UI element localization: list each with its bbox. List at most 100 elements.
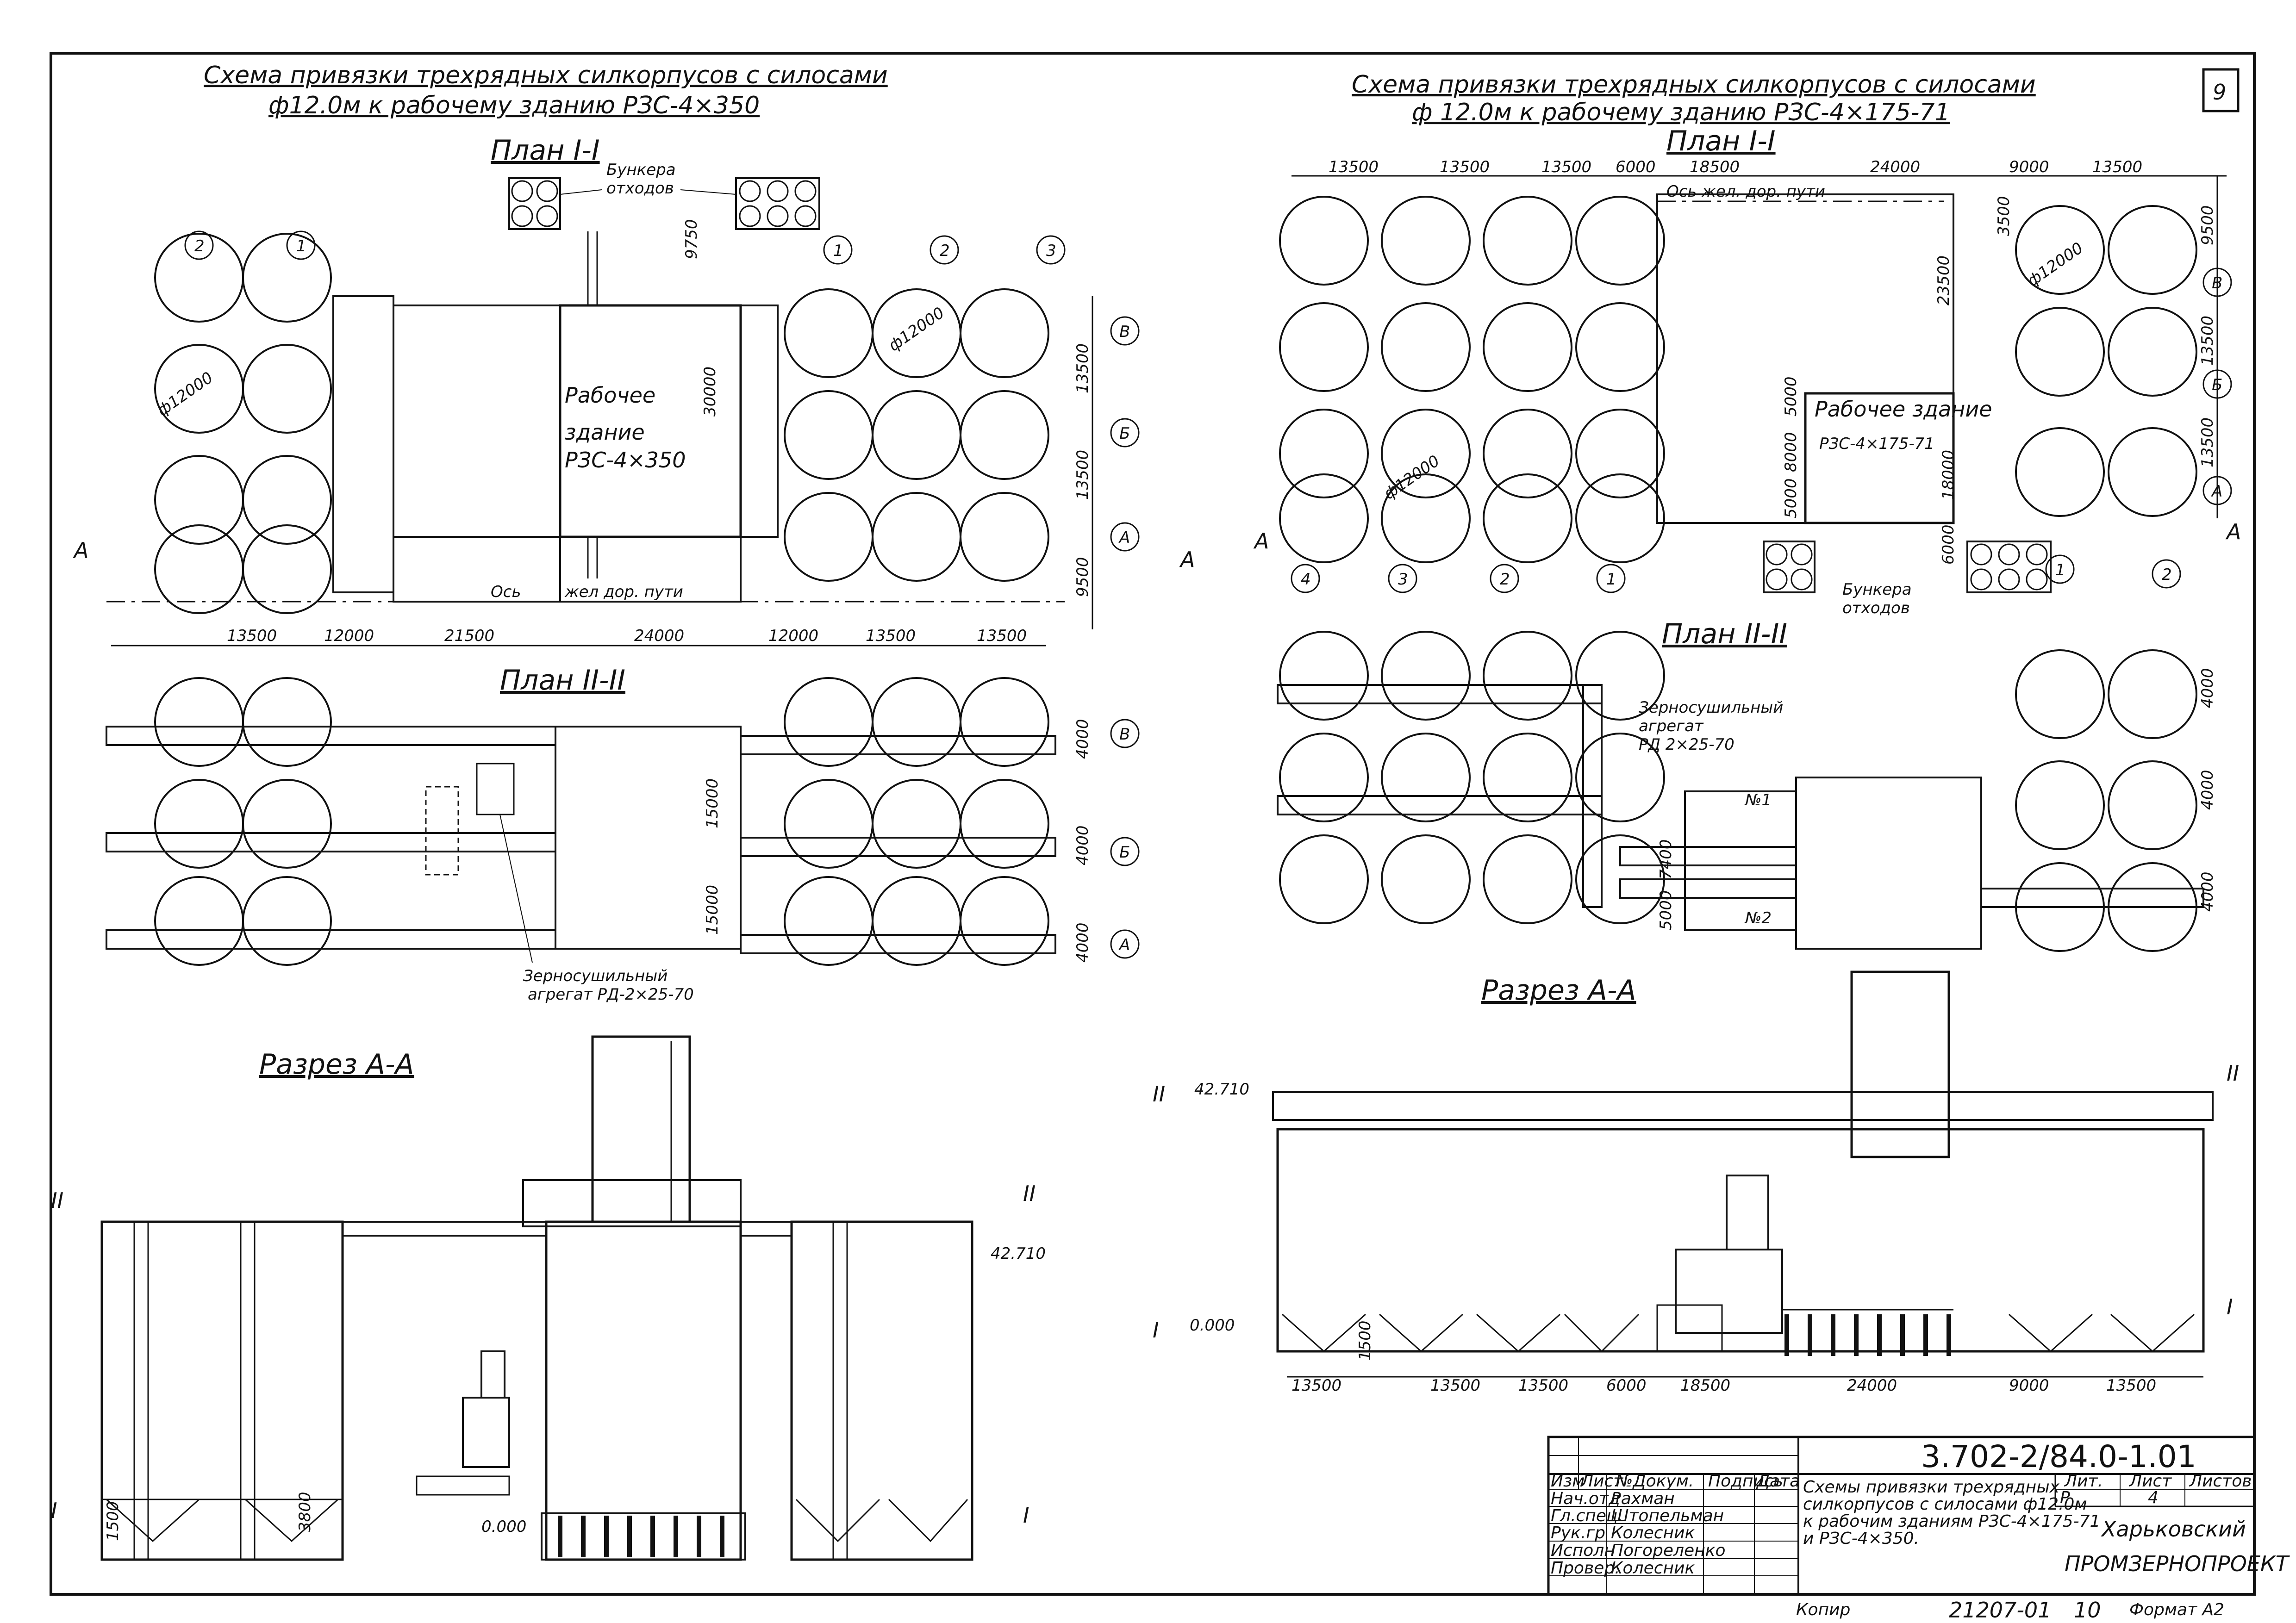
svg-text:2: 2 <box>2162 566 2172 584</box>
right-bunkers <box>1763 541 2052 593</box>
svg-text:8000: 8000 <box>1782 432 1800 472</box>
svg-text:18500: 18500 <box>1680 1376 1730 1395</box>
left-section-mark-r: А <box>1179 547 1195 572</box>
sheet-number-box <box>2202 68 2240 112</box>
left-level-mark-1a: I <box>51 1498 57 1523</box>
stamp-name-1: Рахман <box>1611 1489 1675 1508</box>
left-dim-30000: 30000 <box>701 367 719 417</box>
svg-text:6000: 6000 <box>1616 158 1656 176</box>
stamp-col-sign: Подпись <box>1708 1472 1783 1491</box>
svg-text:1: 1 <box>296 237 306 255</box>
svg-text:Б: Б <box>1119 424 1130 443</box>
right-unit-1: №1 <box>1744 791 1772 809</box>
right-unit-2: №2 <box>1744 909 1772 927</box>
left-building-label2: здание <box>565 420 645 445</box>
left-dims-bottom: 13500 12000 21500 24000 12000 13500 1350… <box>111 627 1046 647</box>
svg-text:13500: 13500 <box>1292 1376 1341 1395</box>
left-dryer-label1: Зерносушильный <box>523 967 668 985</box>
stamp-desc-2: силкорпусов с силосами ф12.0м <box>1803 1495 2087 1514</box>
left-building-label3: РЗС-4×350 <box>565 448 686 473</box>
left-diameter-1: ф12000 <box>154 368 216 420</box>
svg-text:13500: 13500 <box>2198 417 2217 467</box>
left-diameter-2: ф12000 <box>885 304 948 355</box>
left-axis-cols: 2 1 1 2 3 <box>184 230 1066 265</box>
svg-text:15000: 15000 <box>703 778 722 828</box>
right-rail-axis: Ось жел. дор. пути <box>1666 182 1825 201</box>
left-section-mark-l: А <box>73 538 88 563</box>
svg-text:13500: 13500 <box>2092 158 2142 176</box>
svg-text:В: В <box>1119 725 1130 744</box>
stamp-col-date: Дата <box>1756 1472 1800 1491</box>
footer-page-code: 10 <box>2074 1598 2101 1623</box>
left-level-mark-1b: I <box>1023 1503 1029 1528</box>
svg-text:4: 4 <box>1301 570 1311 589</box>
right-diameter-2: ф12000 <box>2024 239 2086 290</box>
stamp-name-4: Погореленко <box>1611 1541 1726 1560</box>
left-plan2: В Б А 15000 15000 4000 4000 4000 <box>106 677 1140 966</box>
svg-text:Б: Б <box>2212 376 2222 394</box>
right-plan2-title: План II-II <box>1662 618 1787 650</box>
left-bunker-1 <box>508 177 561 230</box>
left-gallery <box>393 305 561 538</box>
right-section-title: Разрез А-А <box>1481 974 1636 1007</box>
svg-text:4000: 4000 <box>2198 770 2217 810</box>
svg-text:В: В <box>2212 274 2222 292</box>
svg-text:2: 2 <box>1500 570 1510 589</box>
right-bunker-label2: отходов <box>1842 599 1910 617</box>
svg-text:А: А <box>2211 482 2222 501</box>
svg-text:24000: 24000 <box>634 627 684 645</box>
svg-text:А: А <box>1118 529 1130 547</box>
right-bunker-label1: Бункера <box>1842 580 1912 599</box>
footer-order-no: 21207-01 <box>1949 1598 2051 1623</box>
svg-text:7400: 7400 <box>1657 839 1675 879</box>
stamp-role-3: Рук.гр <box>1551 1524 1605 1542</box>
svg-text:4000: 4000 <box>2198 668 2217 708</box>
left-dim-1500: 1500 <box>104 1501 122 1541</box>
right-dims-vert: 23500 18000 5000 8000 5000 6000 <box>1782 255 1958 565</box>
right-dryer-label1: Зерносушильный <box>1639 698 1783 717</box>
stamp-desc-3: к рабочим зданиям РЗС-4×175-71 <box>1803 1512 2100 1531</box>
stamp-name-3: Колесник <box>1611 1524 1695 1542</box>
svg-text:13500: 13500 <box>977 627 1027 645</box>
left-level-zero: 0.000 <box>481 1517 526 1536</box>
title-block: 3.702-2/84.0-1.01 Изм Лист №Докум. Подпи… <box>1547 1436 2290 1596</box>
right-dim-1500: 1500 <box>1356 1320 1374 1361</box>
svg-text:13500: 13500 <box>1073 343 1092 393</box>
svg-text:15000: 15000 <box>703 885 722 935</box>
stamp-col-list: Лист <box>1580 1472 1623 1491</box>
stamp-city: Харьковский <box>2101 1517 2246 1542</box>
svg-text:24000: 24000 <box>1847 1376 1897 1395</box>
svg-text:1: 1 <box>1606 570 1616 589</box>
svg-text:13500: 13500 <box>2198 316 2217 366</box>
right-dryer-label2: агрегат <box>1639 717 1704 735</box>
right-title-line1: Схема привязки трехрядных силкорпусов с … <box>1352 71 2036 99</box>
svg-text:13500: 13500 <box>227 627 277 645</box>
left-level-mark-2b: II <box>1023 1181 1036 1206</box>
svg-text:13500: 13500 <box>866 627 916 645</box>
left-section-title: Разрез А-А <box>259 1048 414 1081</box>
stamp-org: ПРОМЗЕРНОПРОЕКТ <box>2065 1551 2290 1576</box>
right-level-mark-1b: I <box>2227 1294 2233 1319</box>
right-building-label1: Рабочее здание <box>1815 397 1992 422</box>
sheet-frame <box>50 52 2256 1596</box>
svg-text:4000: 4000 <box>1073 825 1092 865</box>
left-level-mark-2a: II <box>51 1188 63 1213</box>
svg-text:18500: 18500 <box>1690 158 1740 176</box>
left-section <box>100 1035 973 1561</box>
svg-text:13500: 13500 <box>1518 1376 1568 1395</box>
right-section <box>1272 970 2214 1356</box>
svg-text:24000: 24000 <box>1870 158 1920 176</box>
svg-text:6000: 6000 <box>1606 1376 1647 1395</box>
stamp-lit-value: Р <box>2060 1488 2070 1507</box>
svg-text:А: А <box>1118 936 1130 954</box>
svg-text:3: 3 <box>1046 242 1056 260</box>
stamp-col-izm: Изм <box>1551 1472 1585 1491</box>
svg-text:13500: 13500 <box>2106 1376 2156 1395</box>
left-plan1-silos-west <box>154 233 394 614</box>
right-axis-rows: В Б А <box>2202 267 2232 505</box>
footer-copied-label: Копир <box>1796 1600 1850 1619</box>
stamp-sheet-label: Лист <box>2128 1472 2172 1491</box>
stamp-sheet-value: 4 <box>2148 1488 2159 1507</box>
left-bunker-2 <box>735 177 820 230</box>
